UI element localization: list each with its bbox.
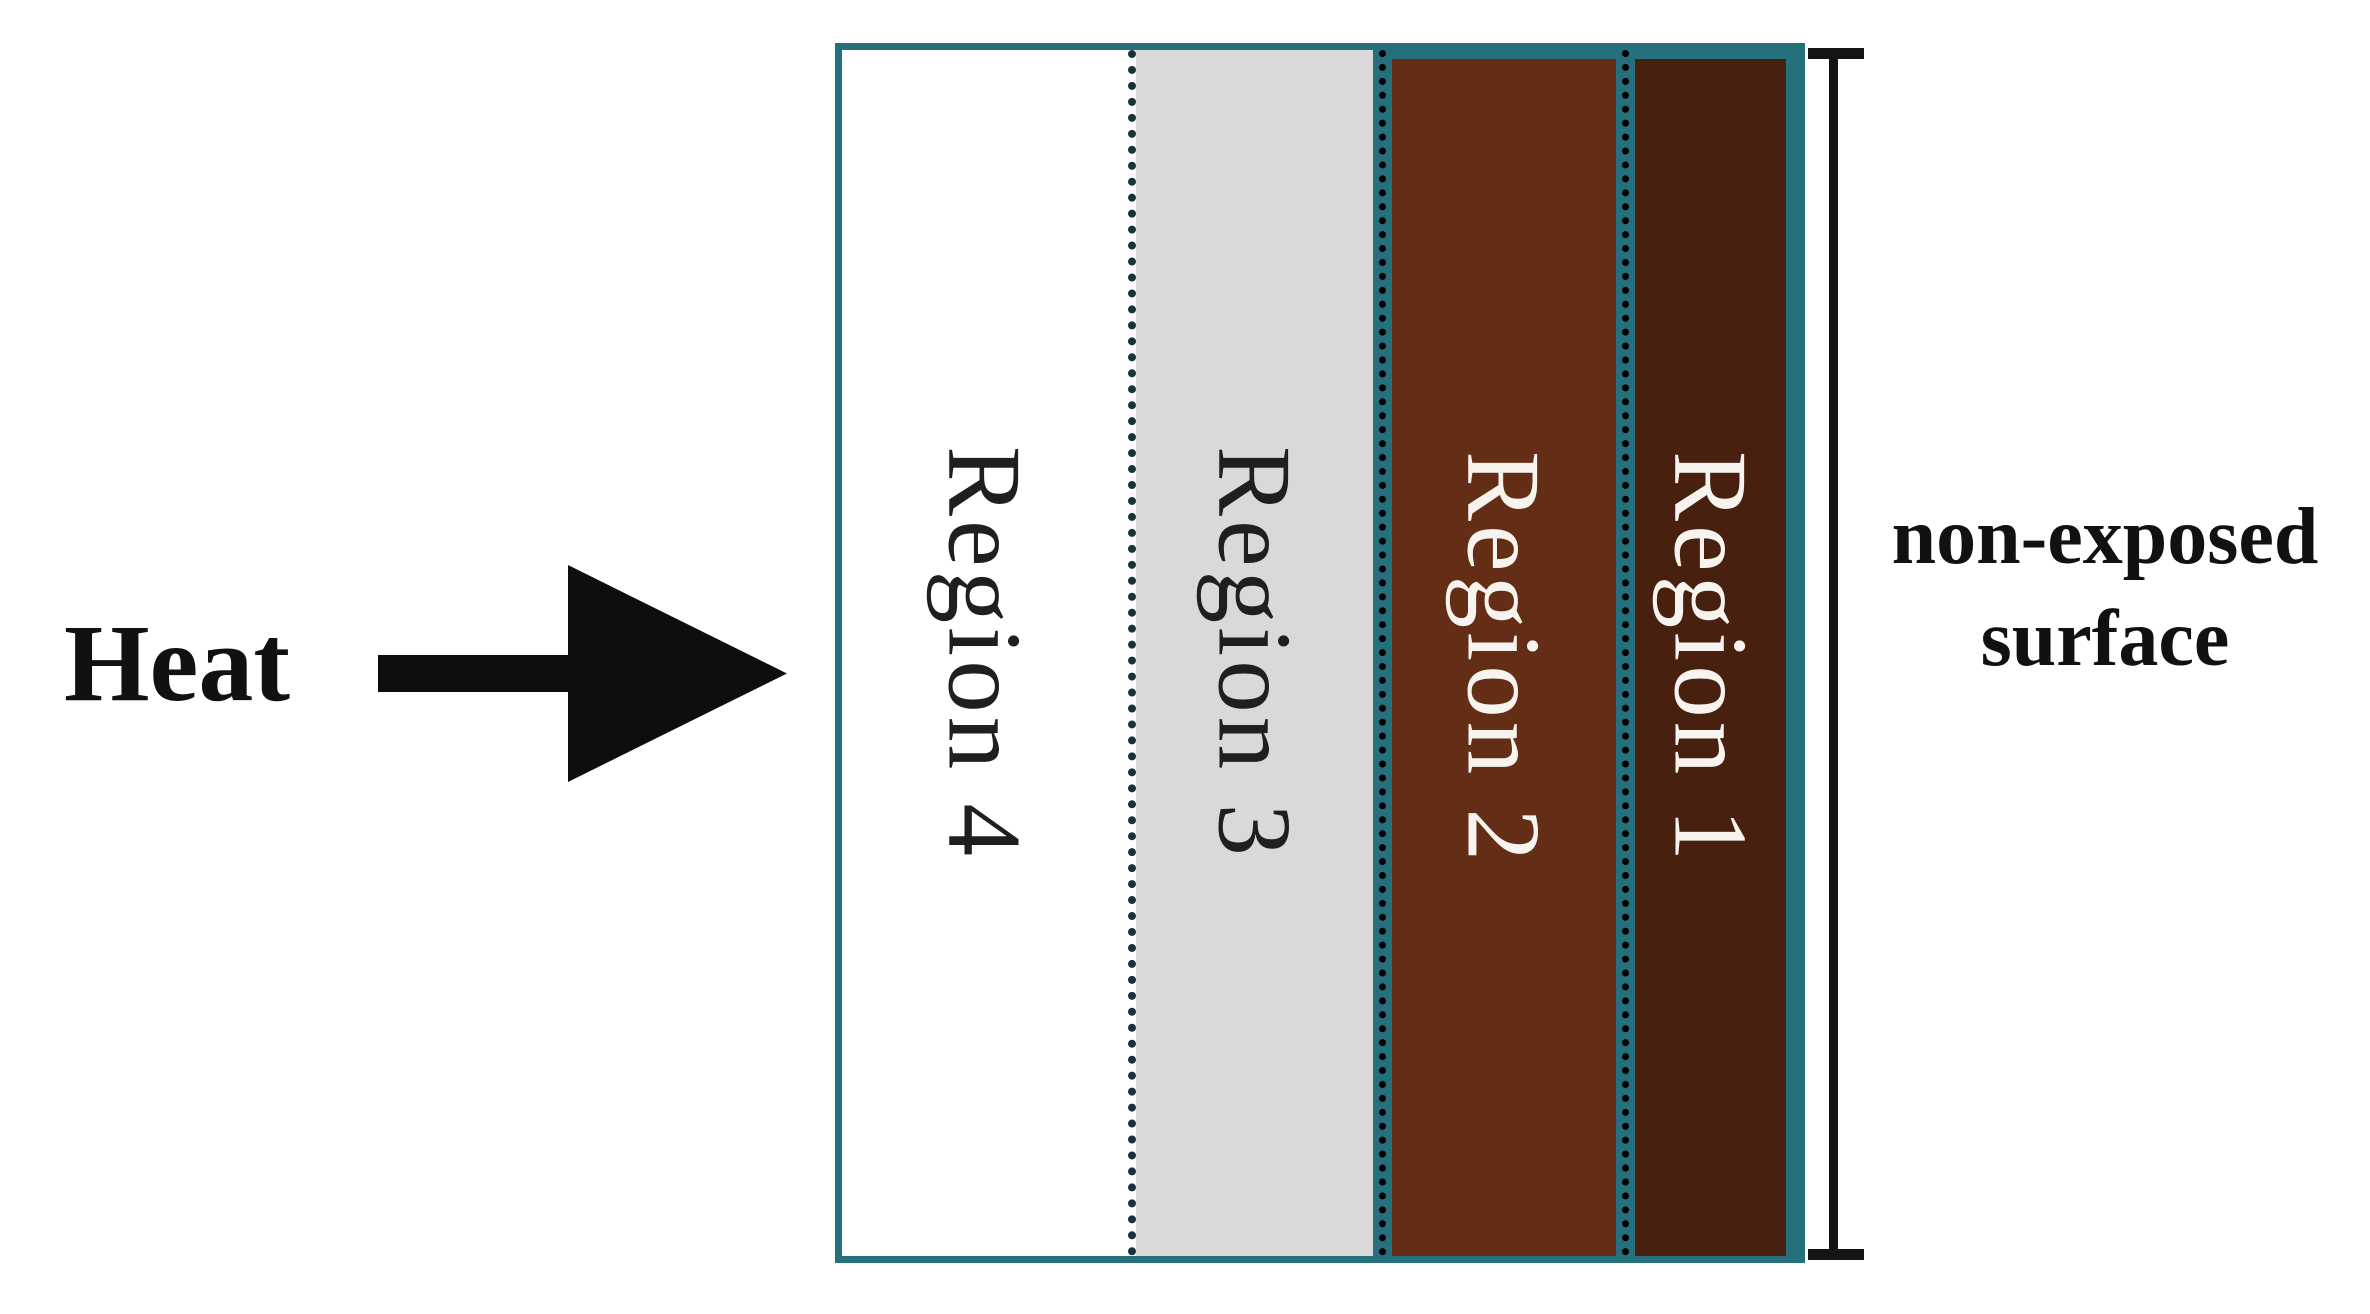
heat-arrow-icon [378, 565, 787, 782]
dotted-line [1379, 50, 1386, 1256]
region-label: Region 2 [1445, 450, 1563, 865]
region-divider-teal [1373, 50, 1392, 1256]
region-panel-4: Region 4 [842, 50, 1128, 1256]
dotted-line [1622, 50, 1629, 1256]
dimension-bracket-bottom-cap [1808, 1249, 1864, 1260]
annotation-line-1: non-exposed [1891, 493, 2319, 581]
layered-material-box: Region 4 Region 3 Region 2 Region 1 [835, 43, 1805, 1263]
region-panel-2: Region 2 [1392, 59, 1616, 1256]
arrow-shape [378, 565, 787, 782]
region-label: Region 1 [1652, 450, 1769, 865]
region-panel-3: Region 3 [1136, 50, 1373, 1256]
region-panel-1: Region 1 [1635, 59, 1786, 1256]
region-divider-teal [1616, 50, 1635, 1256]
dimension-bracket-top-cap [1808, 48, 1864, 59]
heat-label: Heat [64, 602, 291, 724]
non-exposed-surface-label: non-exposed surface [1825, 486, 2370, 691]
dimension-bracket-line [1829, 50, 1838, 1258]
region-divider-dotted [1128, 50, 1136, 1256]
region-label: Region 3 [1196, 445, 1313, 861]
region-label: Region 4 [926, 445, 1044, 861]
annotation-line-2: surface [1980, 595, 2230, 684]
